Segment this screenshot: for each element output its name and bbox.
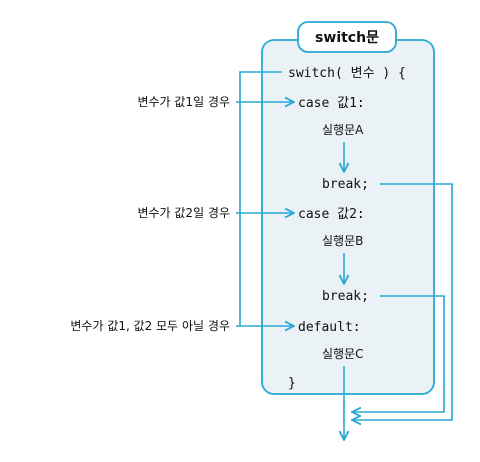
condition-case2-label: 변수가 값2일 경우 (137, 206, 230, 220)
break1-exit-path (352, 183, 453, 420)
case2-line: case 값2: (298, 207, 365, 222)
title: switch문 (315, 30, 379, 46)
statement-c: 실행문C (322, 346, 364, 361)
case1-line: case 값1: (298, 96, 365, 111)
switch-line: switch( 변수 ) { (288, 66, 406, 81)
title-pill (297, 21, 397, 53)
statement-b: 실행문B (322, 233, 363, 248)
condition-case1-label: 변수가 값1일 경우 (137, 95, 230, 109)
switch-branch-line (239, 71, 282, 326)
break2-exit-path (352, 295, 445, 412)
closing-brace: } (288, 376, 296, 391)
condition-default-label: 변수가 값1, 값2 모두 아닐 경우 (70, 319, 230, 333)
break2-line: break; (322, 289, 369, 304)
break1-line: break; (322, 177, 369, 192)
statement-a: 실행문A (322, 122, 364, 137)
default-line: default: (298, 320, 361, 335)
